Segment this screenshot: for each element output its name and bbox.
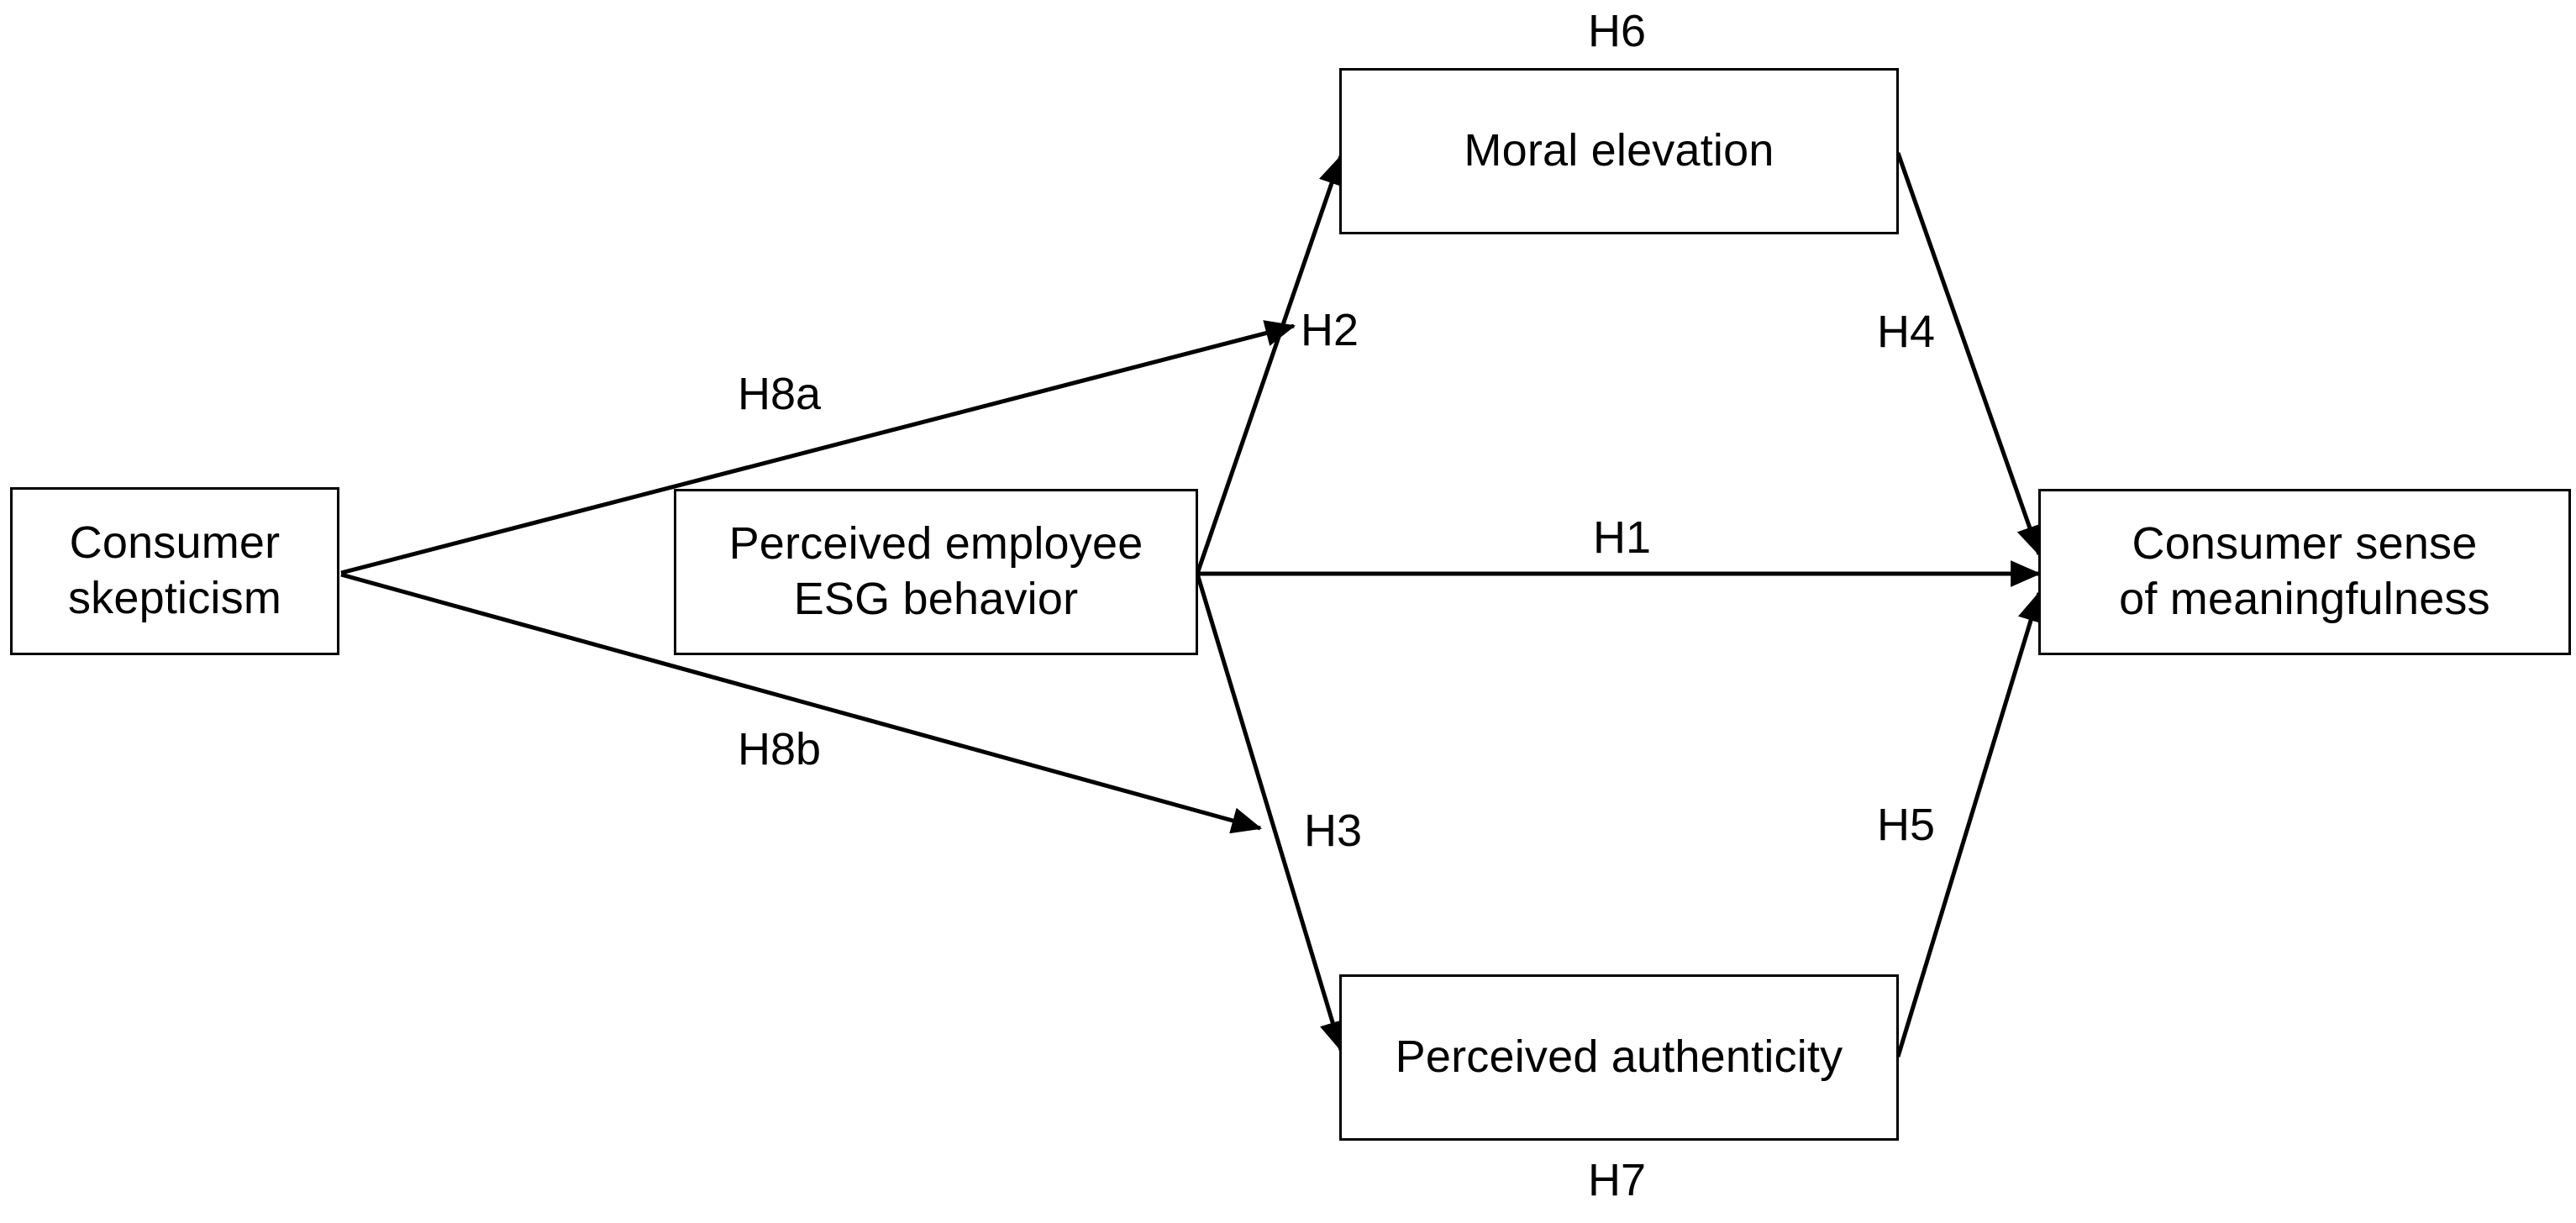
node-consumer-sense-of-meaningfulness[interactable]: Consumer sense of meaningfulness [2038, 489, 2571, 655]
hypothesis-label-h2: H2 [1301, 305, 1359, 355]
hypothesis-label-h5: H5 [1877, 800, 1936, 850]
hypothesis-label-h7: H7 [1588, 1155, 1647, 1205]
node-consumer-sense-of-meaningfulness-label: Consumer sense of meaningfulness [2119, 518, 2490, 624]
hypothesis-label-h4: H4 [1877, 307, 1936, 357]
hypothesis-label-h1: H1 [1593, 512, 1652, 563]
hypothesis-label-h3: H3 [1304, 806, 1363, 856]
edge-h8b [340, 572, 1263, 834]
node-perceived-employee-esg-behavior-label: Perceived employee ESG behavior [728, 518, 1143, 624]
node-perceived-authenticity-label: Perceived authenticity [1395, 1031, 1843, 1083]
hypothesis-label-h8a: H8a [738, 369, 822, 419]
edge-h5 [1895, 591, 2044, 1058]
node-moral-elevation[interactable]: Moral elevation [1339, 68, 1899, 234]
node-perceived-authenticity[interactable]: Perceived authenticity [1339, 974, 1899, 1141]
hypothesis-label-h6: H6 [1588, 6, 1647, 56]
edge-h4 [1895, 152, 2042, 557]
edge-h8a [340, 320, 1296, 575]
edge-h2 [1195, 154, 1344, 575]
node-moral-elevation-label: Moral elevation [1464, 125, 1774, 176]
hypothesis-label-h8b: H8b [738, 724, 822, 774]
edge-h3 [1195, 573, 1346, 1052]
node-consumer-skepticism[interactable]: Consumer skepticism [10, 487, 339, 655]
node-consumer-skepticism-label: Consumer skepticism [67, 517, 282, 623]
node-perceived-employee-esg-behavior[interactable]: Perceived employee ESG behavior [674, 489, 1198, 655]
